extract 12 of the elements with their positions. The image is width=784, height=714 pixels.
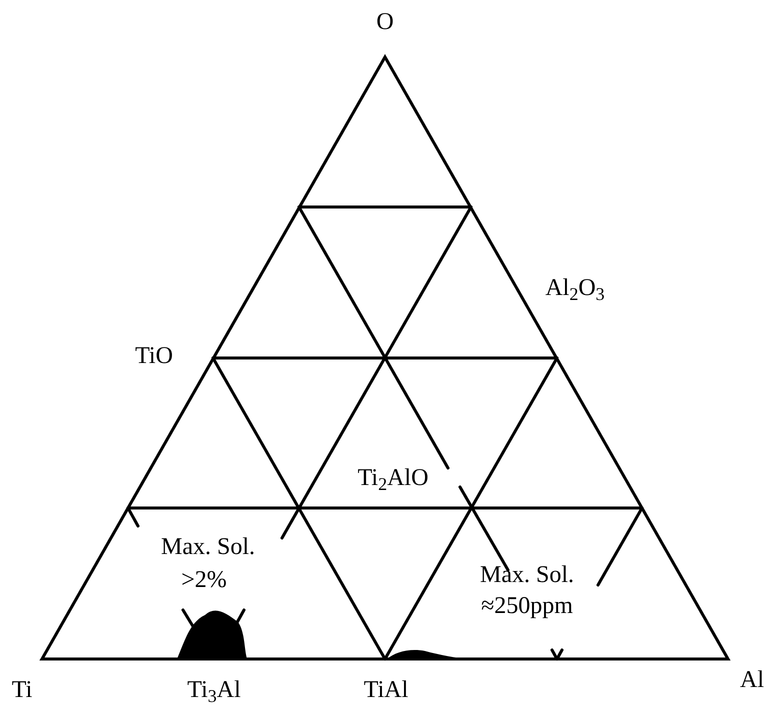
annotation-text: ≈250ppm (481, 594, 573, 618)
annotation-text: >2% (181, 568, 227, 592)
phase-label: Al$_{2}$O$_{3}$ (545, 276, 605, 300)
vertex-label: O (376, 10, 394, 34)
annotation-text: Max. Sol. (480, 563, 574, 587)
vertex-label: Ti (12, 678, 32, 702)
phase-label: Ti$_{2}$AlO (358, 466, 428, 490)
annotation-text: Max. Sol. (161, 535, 255, 559)
phase-label: TiAl (364, 678, 408, 702)
vertex-label: Al (740, 668, 764, 692)
phase-label: Ti$_{3}$Al (187, 678, 241, 702)
phase-label: TiO (135, 344, 173, 368)
